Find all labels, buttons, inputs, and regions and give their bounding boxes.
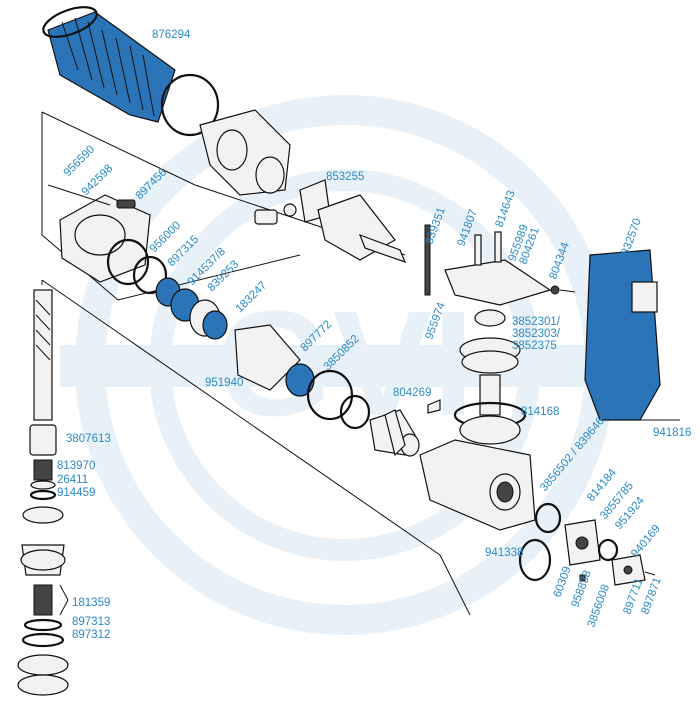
label-60309[interactable]: 60309 [552, 565, 574, 599]
gear-stack[interactable] [384, 309, 527, 457]
label-940169[interactable]: 940169 [629, 523, 663, 560]
label-181359[interactable]: 181359 [72, 597, 110, 609]
label-951940[interactable]: 951940 [205, 377, 243, 389]
label-956590[interactable]: 956590 [62, 144, 98, 180]
label-941816[interactable]: 941816 [653, 427, 691, 439]
label-814643[interactable]: 814643 [494, 189, 518, 229]
label-897312[interactable]: 897312 [72, 629, 110, 641]
label-876294[interactable]: 876294 [152, 29, 191, 41]
vertical-shaft-assembly[interactable] [17, 289, 69, 696]
label-804269[interactable]: 804269 [393, 387, 431, 399]
label-941338[interactable]: 941338 [485, 547, 523, 559]
bell-housing-part[interactable] [47, 184, 151, 283]
label-3852301[interactable]: 3852301/ [512, 316, 561, 328]
label-3852375[interactable]: 3852375 [512, 340, 557, 352]
u-joint-part[interactable] [199, 109, 407, 264]
label-814168[interactable]: 814168 [521, 406, 559, 418]
label-914459[interactable]: 914459 [57, 487, 95, 499]
gear-housing-part[interactable] [419, 439, 536, 531]
label-897313[interactable]: 897313 [72, 616, 110, 628]
label-3807613[interactable]: 3807613 [66, 433, 111, 445]
cover-panel-part[interactable] [584, 249, 680, 421]
label-942598[interactable]: 942598 [80, 163, 116, 199]
label-853255[interactable]: 853255 [326, 171, 364, 183]
label-26411[interactable]: 26411 [57, 474, 88, 486]
top-cover-plate[interactable] [424, 224, 576, 306]
label-958838[interactable]: 958838 [570, 569, 594, 609]
label-3856008[interactable]: 3856008 [586, 583, 613, 629]
label-813970[interactable]: 813970 [57, 460, 95, 472]
label-3852303[interactable]: 3852303/ [512, 328, 561, 340]
bellows-part[interactable] [40, 1, 220, 137]
flange-plate-part[interactable] [518, 502, 656, 586]
